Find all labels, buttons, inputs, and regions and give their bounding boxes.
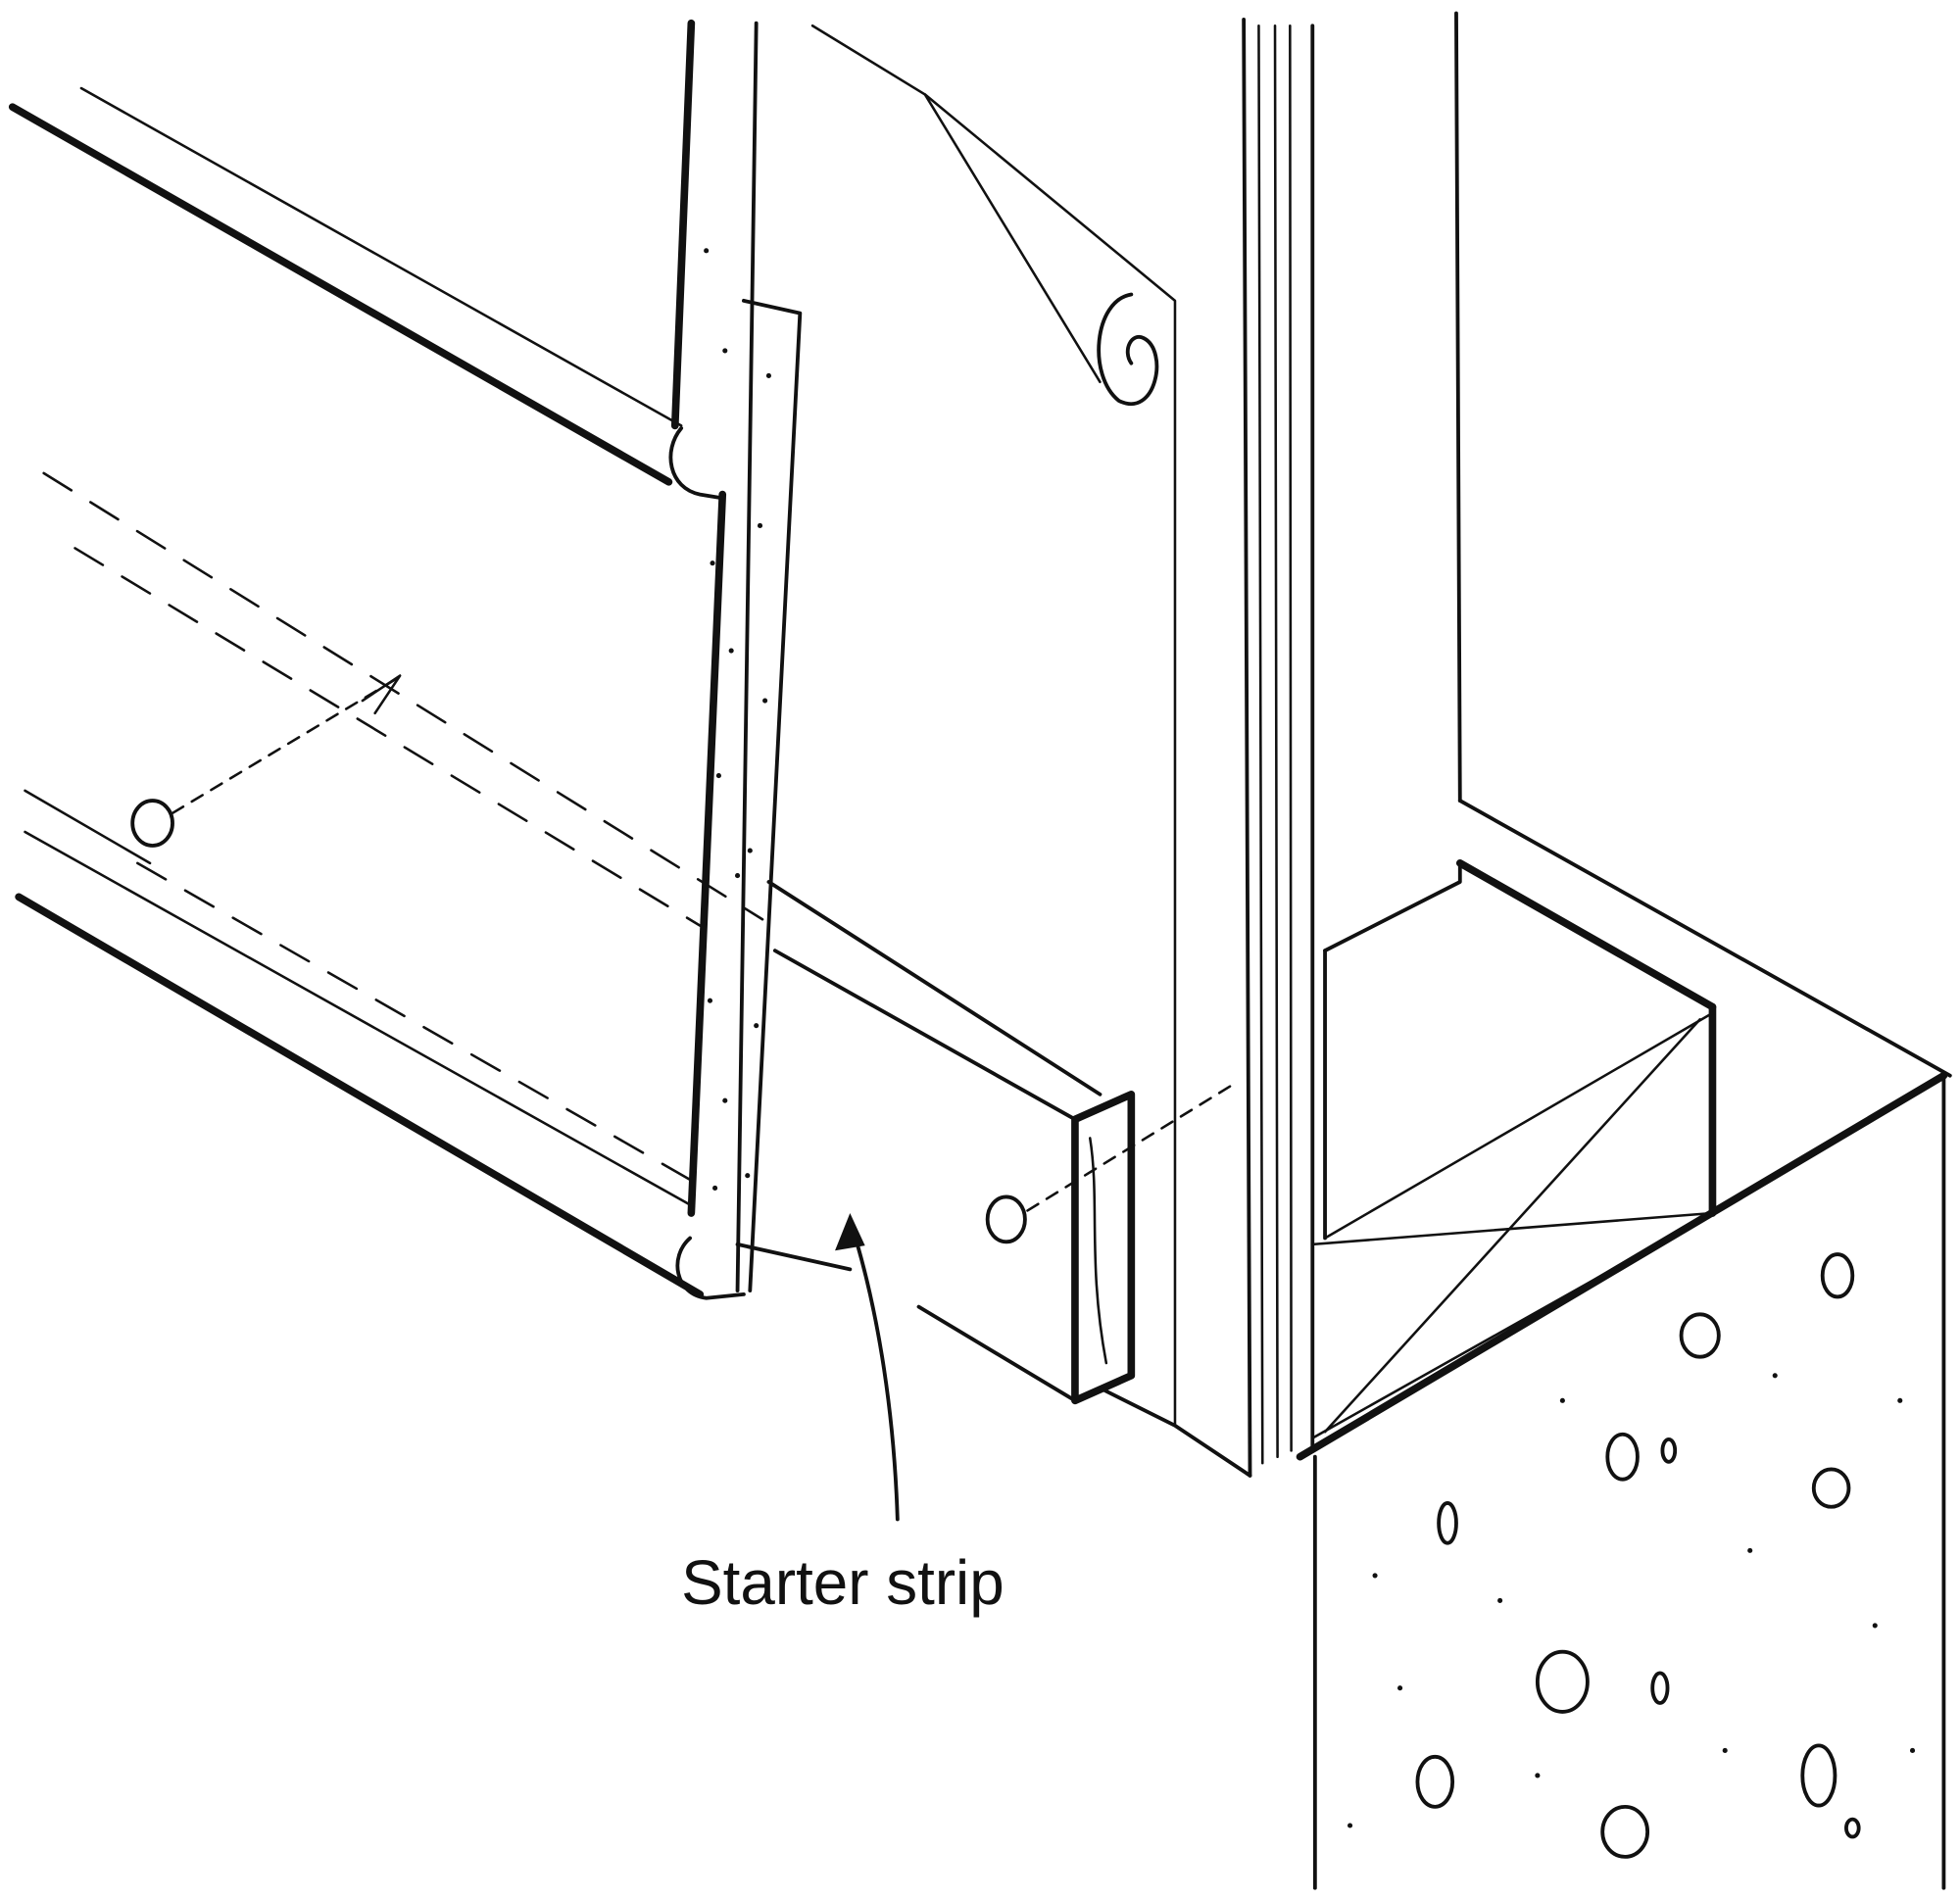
- stipple-texture: [704, 248, 771, 1192]
- nail-upper: [130, 674, 402, 848]
- sill-plate: [1311, 799, 1952, 1434]
- lower-siding-panel: [15, 789, 746, 1300]
- starter-strip-label: Starter strip: [681, 1547, 1004, 1618]
- concrete-foundation: [1296, 1071, 1948, 1890]
- hidden-dashed-lines: [42, 471, 764, 1184]
- nail-lower: [985, 1084, 1233, 1244]
- upper-siding-panel: [8, 86, 725, 501]
- starter-strip-board: [735, 880, 1252, 1478]
- callout-arrow: [835, 1212, 900, 1522]
- furring-strip: [670, 19, 803, 1292]
- wall-studs: [1242, 11, 1462, 1478]
- building-paper-sheet: [810, 24, 1177, 1428]
